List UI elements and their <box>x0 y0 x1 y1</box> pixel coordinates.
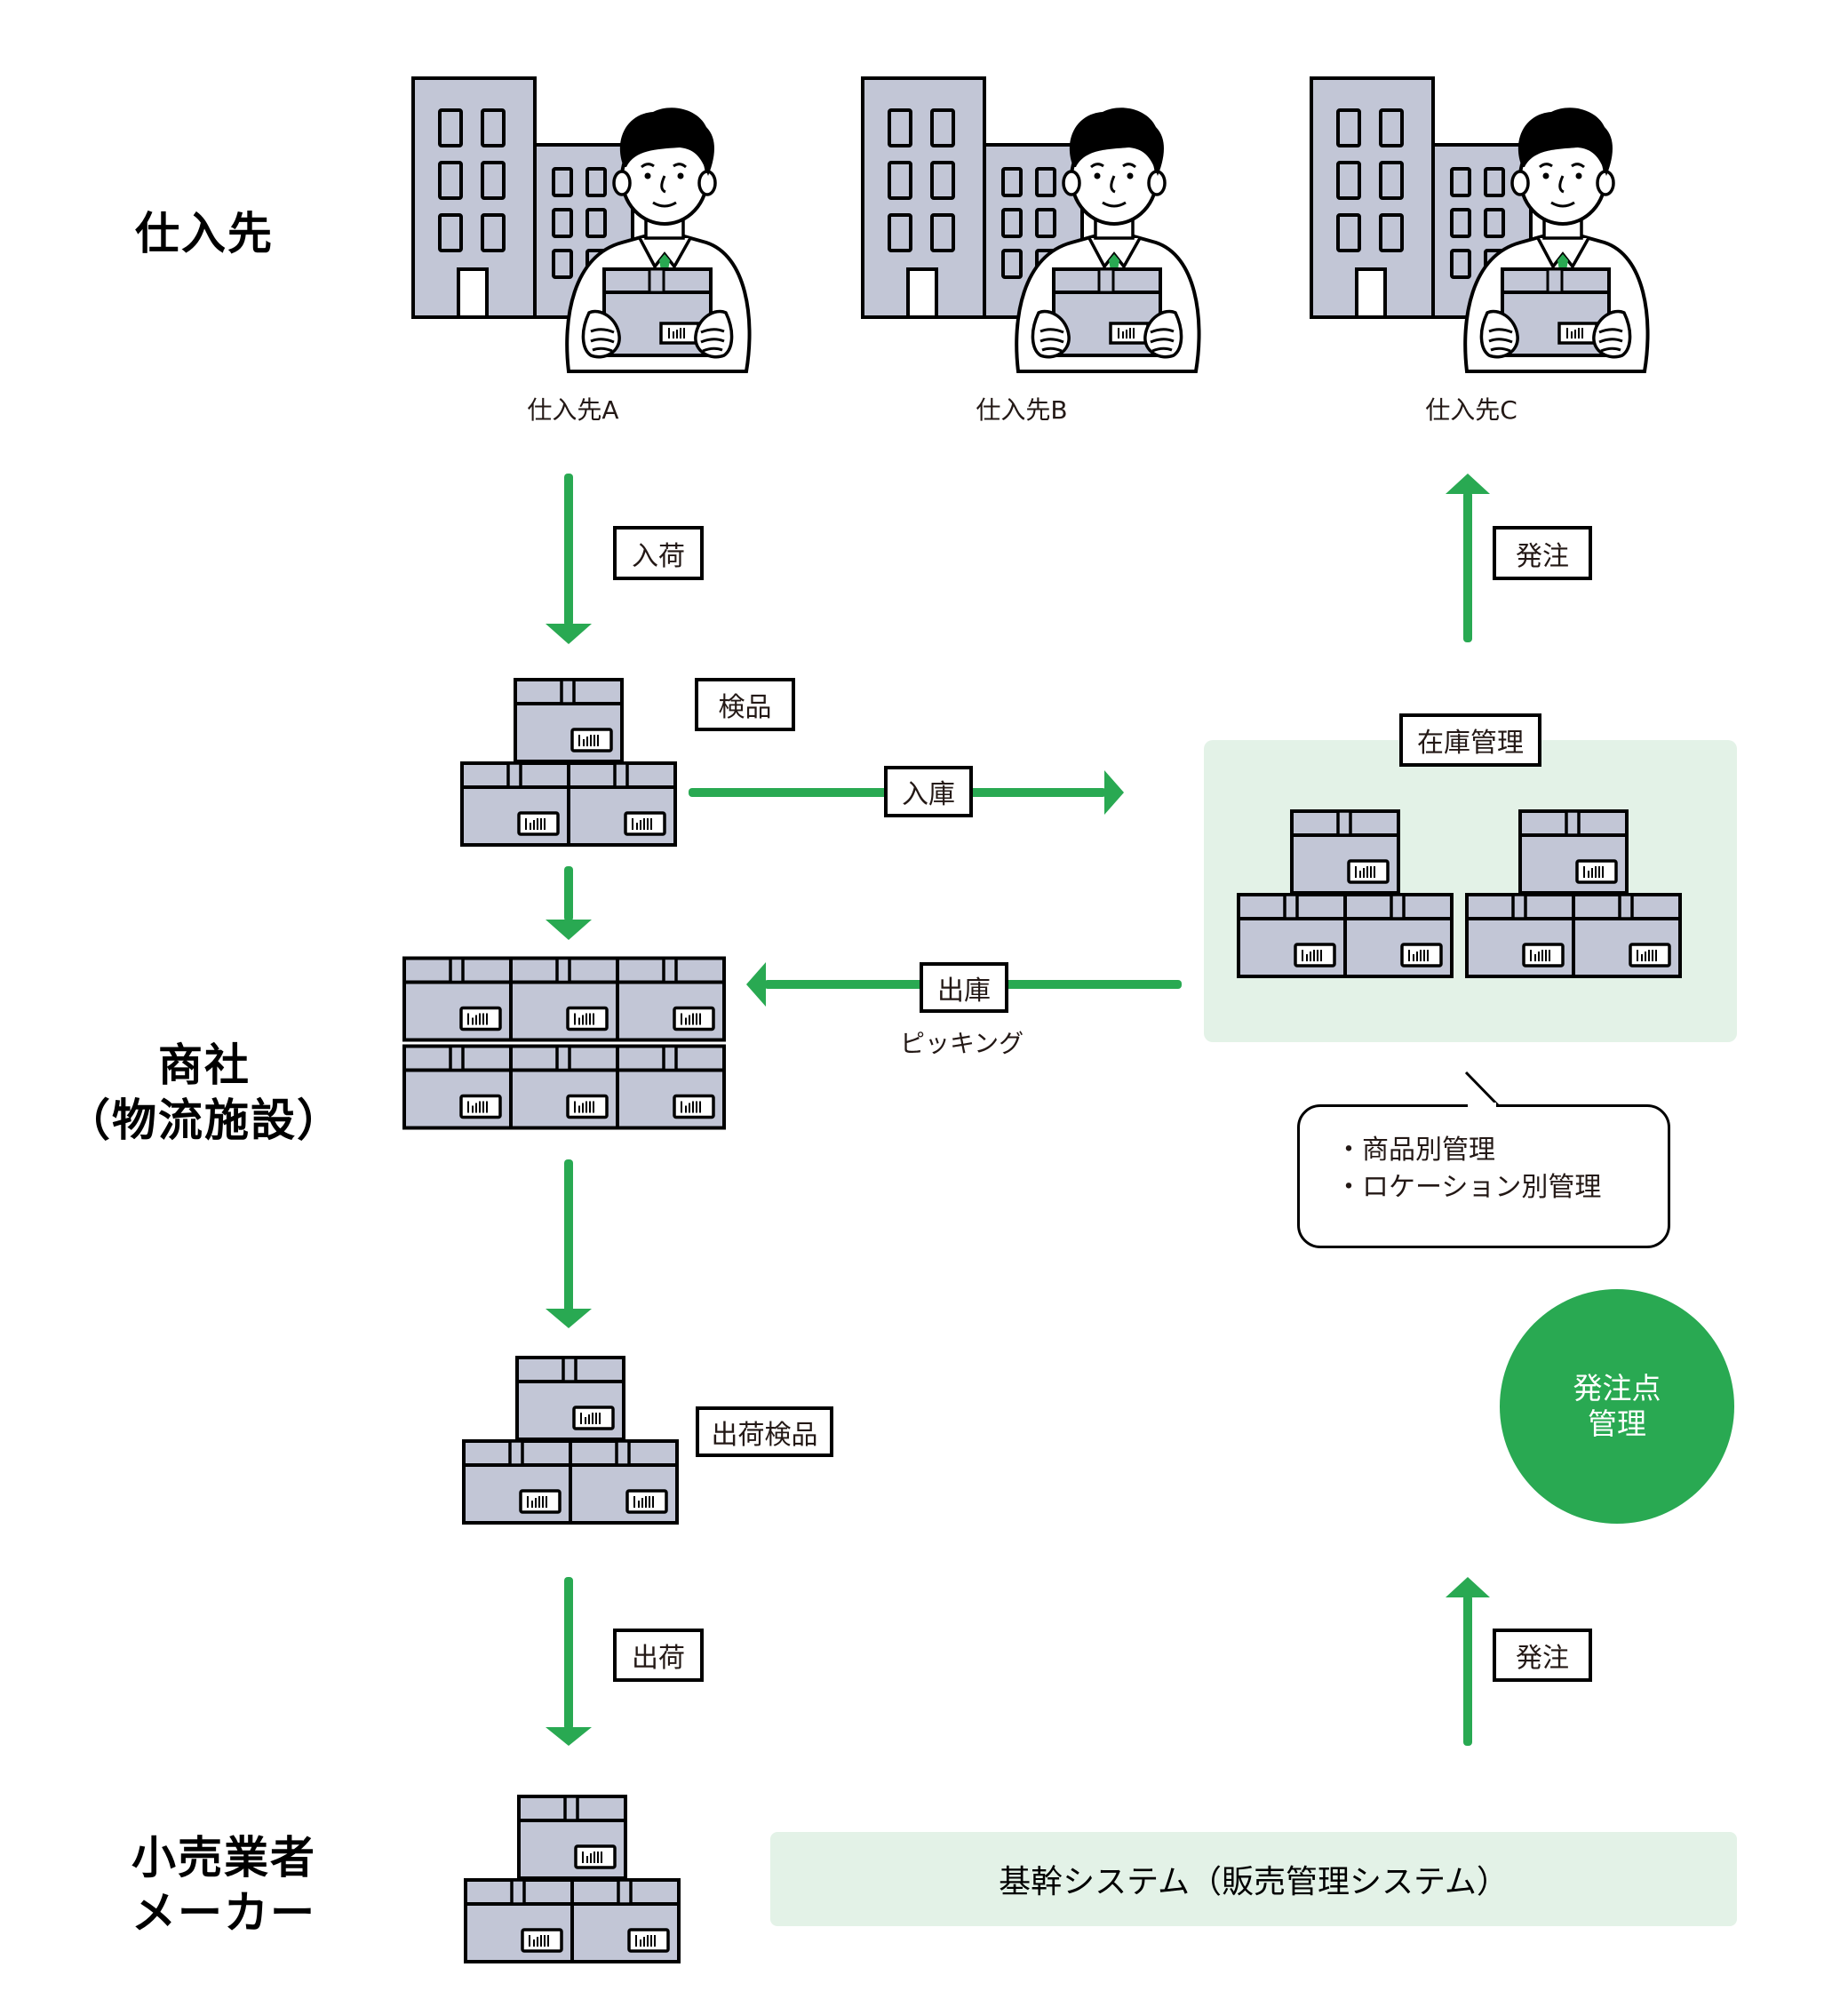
reorder-point-line2: 管理 <box>1588 1406 1646 1441</box>
row-label-trading-company-line1: 商社 <box>158 1039 251 1091</box>
picking-label: ピッキング <box>900 1029 1024 1058</box>
supplier-c-illustration <box>1310 76 1650 373</box>
row-label-supplier: 仕入先 <box>135 208 274 259</box>
order-top-tag: 発注 <box>1493 526 1592 580</box>
arrival-tag: 入荷 <box>613 526 704 580</box>
inspection-tag: 検品 <box>695 678 795 731</box>
speech-bubble-tail-gap <box>1468 1103 1496 1108</box>
supplier-a-illustration <box>411 76 752 373</box>
inventory-title-tag: 在庫管理 <box>1399 713 1541 767</box>
supplier-c-name: 仕入先C <box>1425 395 1517 425</box>
shipment-inspection-tag: 出荷検品 <box>696 1406 833 1457</box>
warehousing-tag: 入庫 <box>884 766 973 817</box>
note-item: ロケーション別管理 <box>1335 1169 1668 1207</box>
core-system-bar: 基幹システム（販売管理システム） <box>770 1832 1737 1926</box>
row-label-retailer-line2: メーカー <box>131 1887 316 1939</box>
reorder-point-management-circle: 発注点 管理 <box>1500 1289 1734 1524</box>
inventory-box-stack-2-icon <box>1467 811 1680 976</box>
row-label-trading-company: 商社 （物流施設） <box>53 1038 355 1148</box>
core-system-label: 基幹システム（販売管理システム） <box>999 1864 1509 1900</box>
inspection-down-arrow-icon <box>546 866 592 940</box>
shipment-inspection-box-stack-icon <box>464 1358 677 1523</box>
order-top-arrow-icon <box>1446 474 1490 642</box>
pallet-boxes-icon <box>404 959 724 1128</box>
pallet-down-arrow-icon <box>546 1159 592 1328</box>
shipment-arrow-icon <box>546 1577 592 1746</box>
reorder-point-line1: 発注点 <box>1573 1371 1661 1406</box>
order-bottom-tag: 発注 <box>1493 1629 1592 1682</box>
row-label-retailer-line1: 小売業者 <box>131 1832 316 1884</box>
supplier-a-name: 仕入先A <box>527 395 619 425</box>
arrival-arrow-icon <box>546 474 592 644</box>
supplier-b-illustration <box>861 76 1201 373</box>
row-label-trading-company-line2: （物流施設） <box>66 1095 343 1146</box>
order-bottom-arrow-icon <box>1446 1577 1490 1746</box>
row-label-retailer: 小売業者 メーカー <box>89 1830 346 1940</box>
inspection-box-stack-icon <box>462 680 675 845</box>
retailer-box-stack-icon <box>466 1796 679 1962</box>
speech-bubble-tail <box>1464 1071 1500 1107</box>
inventory-notes-bubble: 商品別管理 ロケーション別管理 <box>1297 1104 1670 1248</box>
supplier-b-name: 仕入先B <box>976 395 1068 425</box>
note-item: 商品別管理 <box>1335 1132 1668 1169</box>
inventory-box-stack-1-icon <box>1239 811 1452 976</box>
shipping-out-tag: 出庫 <box>920 962 1008 1013</box>
shipment-tag: 出荷 <box>613 1629 704 1682</box>
